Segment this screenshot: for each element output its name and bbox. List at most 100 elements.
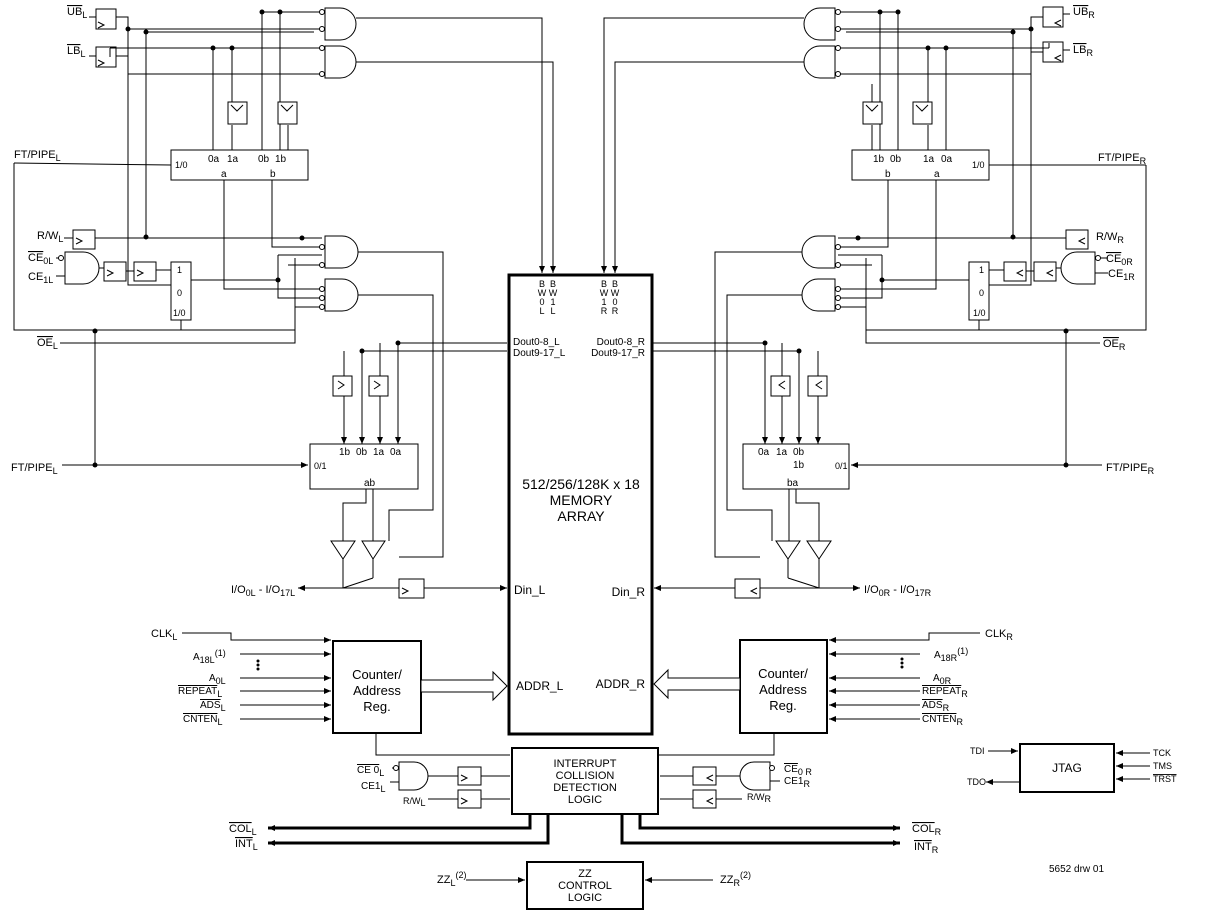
ft-pipe-l-bottom-label: FT/PIPEL [11, 462, 58, 476]
svg-text:L: L [539, 306, 544, 316]
svg-text:B: B [601, 279, 607, 289]
left-output-buffer-1 [330, 540, 356, 560]
svg-text:1a: 1a [373, 447, 385, 458]
svg-text:Address: Address [353, 683, 401, 698]
svg-text:LOGIC: LOGIC [568, 892, 602, 904]
svg-text:b: b [270, 169, 276, 180]
tdo-label: TDO [967, 777, 986, 787]
svg-text:L: L [550, 306, 555, 316]
left-output-buffer-2 [361, 540, 386, 560]
svg-text:0b: 0b [793, 447, 805, 458]
io-r-label: I/O0R - I/O17R [864, 584, 932, 598]
left-output-path: 0/1 1b 0b 1a 0a ab [92, 340, 507, 589]
memory-label-line3: ARRAY [557, 508, 605, 524]
svg-text:0: 0 [177, 288, 182, 298]
svg-text:Counter/: Counter/ [758, 666, 808, 681]
rw-r-register [1065, 229, 1089, 250]
bw0r-port-label: BW 0R [611, 279, 620, 316]
svg-text:Reg.: Reg. [769, 698, 796, 713]
dout08-r-label: Dout0-8_R [597, 337, 645, 348]
right-output-buffer-1 [775, 540, 801, 560]
svg-text:0a: 0a [208, 154, 220, 165]
oe-l-label: OEL [37, 337, 58, 351]
svg-text:0b: 0b [890, 154, 902, 165]
left-output-enable-gates [319, 235, 444, 558]
svg-text:0: 0 [979, 288, 984, 298]
right-byte-enable-inputs: UBR LBR [838, 6, 1095, 263]
left-control-inputs: R/WL CE0L CE1L 1 0 1/0 [28, 229, 322, 330]
svg-text:LOGIC: LOGIC [568, 794, 602, 806]
ads-l-label: ADSL [200, 700, 226, 713]
int-ce1-r-label: CE1R [784, 776, 810, 789]
svg-text:ZZ: ZZ [578, 868, 592, 880]
ce0-l-label: CE0L [28, 252, 53, 266]
svg-text:0/1: 0/1 [835, 461, 848, 471]
right-bw-and-gates [803, 7, 841, 79]
svg-text:0/1: 0/1 [314, 461, 327, 471]
rw-r-label: R/WR [1096, 231, 1124, 245]
svg-text:B: B [539, 279, 545, 289]
left-and-gate-ub [324, 7, 357, 41]
svg-text:1/0: 1/0 [973, 308, 986, 318]
left-mux-register-1 [227, 101, 248, 125]
collision-interrupt-outputs: COLL INTL COLR INTR [229, 814, 942, 855]
addr-l-label: ADDR_L [516, 679, 564, 693]
svg-text:1: 1 [979, 265, 984, 275]
memory-array-block: 512/256/128K x 18 MEMORY ARRAY BW 0L BW … [507, 273, 654, 736]
int-ce0-l-label: CE 0L [357, 765, 384, 778]
left-byte-enable-inputs: UBL LBL [67, 6, 322, 263]
svg-text:a: a [221, 169, 227, 180]
right-address-inputs: CLKR A18R(1) A0R REPEATR ADSR CNTENR [829, 628, 1013, 727]
tms-label: TMS [1153, 761, 1172, 771]
ce0-r-label: CE0R [1106, 253, 1133, 267]
rw-l-register [72, 229, 96, 250]
svg-text:ab: ab [364, 478, 376, 489]
svg-text:1a: 1a [227, 154, 239, 165]
drawing-id: 5652 drw 01 [1049, 864, 1104, 875]
dout917-r-label: Dout9-17_R [591, 348, 645, 359]
lb-r-label: LBR [1073, 44, 1093, 58]
left-address-bus-arrow [420, 670, 508, 702]
bw-signal-lines [356, 17, 804, 273]
clk-r-label: CLKR [985, 628, 1013, 642]
svg-text:1: 1 [601, 297, 606, 307]
ce-l-register-1 [103, 261, 127, 282]
svg-text:Reg.: Reg. [363, 699, 390, 714]
svg-text:Address: Address [759, 682, 807, 697]
svg-text:W: W [600, 288, 609, 298]
svg-text:Counter/: Counter/ [352, 667, 402, 682]
left-ce-and-gate [64, 251, 100, 285]
svg-text:1: 1 [177, 265, 182, 275]
left-and-gate-lb [324, 45, 357, 79]
svg-text:DETECTION: DETECTION [553, 782, 617, 794]
dout08-l-label: Dout0-8_L [513, 337, 560, 348]
left-bw-and-gates [319, 7, 357, 79]
svg-text:0b: 0b [258, 154, 270, 165]
svg-text:0: 0 [612, 297, 617, 307]
svg-text:a: a [934, 169, 940, 180]
ce-r-register-1 [1033, 261, 1057, 282]
io-l-label: I/O0L - I/O17L [231, 584, 295, 598]
a18-l-label: A18L(1) [193, 648, 226, 665]
left-interrupt-inputs: CE 0L CE1L R/WL [357, 761, 510, 809]
zz-control-block: ZZ CONTROL LOGIC [526, 861, 644, 910]
bw1l-port-label: BW 1L [549, 279, 558, 316]
din-l-label: Din_L [514, 583, 546, 597]
cnten-r-label: CNTENR [922, 714, 963, 727]
left-address-inputs: CLKL A18L(1) A0L REPEATL ADSL CNTENL [151, 628, 331, 727]
right-output-enable-gates [714, 235, 841, 558]
ub-r-label: UBR [1073, 6, 1095, 20]
ce1-l-label: CE1L [28, 271, 53, 285]
bw1r-port-label: BW 1R [600, 279, 609, 316]
left-counter-address-reg: Counter/ Address Reg. [332, 640, 422, 734]
zz-l-label: ZZL(2) [437, 870, 466, 888]
svg-text:W: W [549, 288, 558, 298]
right-address-bus-arrow [653, 668, 741, 700]
right-mux-register-1 [862, 101, 883, 125]
svg-text:1b: 1b [873, 154, 885, 165]
lb-l-register [95, 46, 117, 68]
jtag-block: JTAG TDI TDO TCK TMS TRST [967, 743, 1177, 793]
ce-l-register-2 [133, 261, 157, 282]
ads-r-label: ADSR [922, 700, 950, 713]
clk-l-label: CLKL [151, 628, 177, 642]
